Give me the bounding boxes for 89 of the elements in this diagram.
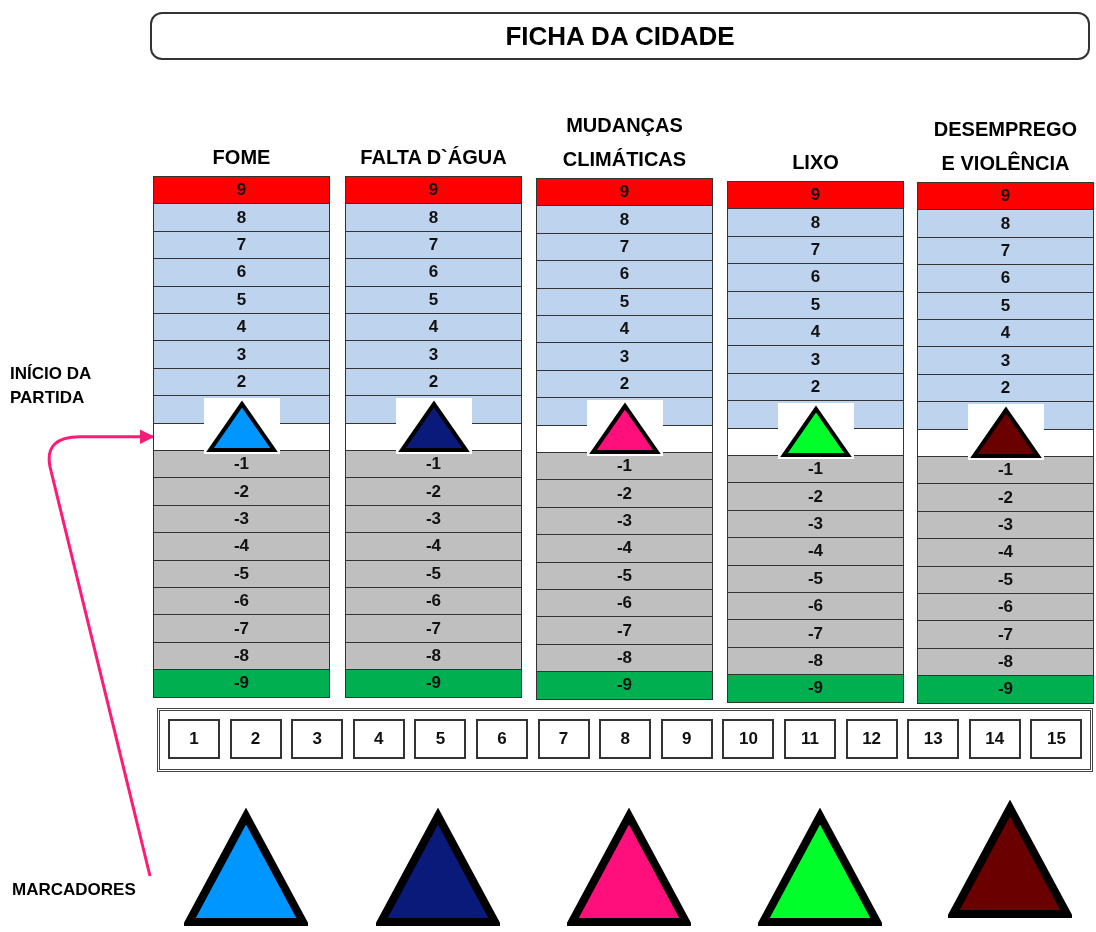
score-cell: -5 [345, 559, 522, 588]
score-cell: 9 [917, 182, 1094, 211]
marker-label: MARCADORES [12, 878, 136, 902]
score-cell: 3 [153, 340, 330, 369]
score-cell: 8 [536, 205, 713, 234]
score-cell: -1 [917, 456, 1094, 485]
track-square: 6 [476, 719, 528, 759]
score-cell: -2 [536, 479, 713, 508]
track-square: 5 [414, 719, 467, 759]
score-cell: -2 [153, 477, 330, 506]
track-square: 10 [722, 719, 775, 759]
title-box: FICHA DA CIDADE [150, 12, 1090, 60]
score-cell: 5 [345, 285, 522, 314]
score-cell: 4 [917, 319, 1094, 348]
score-cell: -5 [917, 565, 1094, 594]
score-cell: 3 [345, 340, 522, 369]
start-label: INÍCIO DA PARTIDA [10, 363, 92, 409]
score-cell: -6 [153, 587, 330, 616]
score-cell: 5 [153, 285, 330, 314]
arrow [47, 429, 155, 877]
score-cell: -7 [727, 619, 904, 648]
score-cell: 6 [536, 260, 713, 289]
score-cell: -9 [345, 669, 522, 698]
score-cell: -5 [727, 564, 904, 593]
column-heading: FALTA D`ÁGUA [359, 145, 508, 170]
score-cell: -7 [917, 620, 1094, 649]
score-cell: 3 [536, 342, 713, 371]
score-cell: -9 [153, 669, 330, 698]
score-cell: 4 [536, 315, 713, 344]
score-cell: -9 [917, 675, 1094, 704]
score-cell: 6 [345, 258, 522, 287]
score-cell: 9 [536, 178, 713, 207]
track-square: 7 [537, 719, 590, 759]
score-cell: -4 [727, 537, 904, 566]
score-cell: 3 [727, 345, 904, 374]
column-heading: FOME [211, 145, 272, 170]
score-cell: 4 [727, 318, 904, 347]
score-cell: -1 [153, 450, 330, 479]
score-cell: -7 [153, 614, 330, 643]
score-cell: 8 [345, 203, 522, 232]
score-cell: -5 [153, 559, 330, 588]
score-cell: 6 [727, 263, 904, 292]
score-cell: -4 [917, 538, 1094, 567]
score-cell: -4 [153, 532, 330, 561]
score-cell: -2 [345, 477, 522, 506]
track-square: 4 [352, 719, 405, 759]
score-cell: -4 [536, 534, 713, 563]
score-cell: 6 [153, 258, 330, 287]
score-cell: -6 [345, 587, 522, 616]
track-square: 9 [660, 719, 713, 759]
score-cell: -9 [536, 671, 713, 700]
track-square: 3 [291, 719, 344, 759]
score-cell: -9 [727, 674, 904, 703]
score-cell: 8 [153, 203, 330, 232]
score-cell: -2 [917, 483, 1094, 512]
score-cell: 8 [917, 209, 1094, 238]
score-cell: -6 [536, 589, 713, 618]
column-heading: LIXO [791, 150, 840, 175]
track-square: 15 [1030, 719, 1083, 759]
score-cell: 5 [727, 290, 904, 319]
score-cell: 4 [153, 313, 330, 342]
track-square: 11 [784, 719, 836, 759]
score-cell: 6 [917, 264, 1094, 293]
score-cell: 9 [345, 176, 522, 205]
score-cell: 9 [727, 181, 904, 210]
track-square: 14 [968, 719, 1021, 759]
score-cell: -6 [727, 592, 904, 621]
score-cell: -7 [345, 614, 522, 643]
score-cell: 5 [917, 291, 1094, 320]
track-square: 1 [168, 719, 220, 759]
score-cell: -1 [727, 455, 904, 484]
score-cell: 8 [727, 208, 904, 237]
track-square: 12 [845, 719, 898, 759]
track-square: 13 [907, 719, 960, 759]
score-cell: -7 [536, 616, 713, 645]
score-cell: -1 [536, 452, 713, 481]
track-square: 8 [599, 719, 652, 759]
score-cell: 5 [536, 287, 713, 316]
column-heading: DESEMPREGO E VIOLÊNCIA [932, 117, 1079, 176]
score-cell: -1 [345, 450, 522, 479]
score-cell: 3 [917, 346, 1094, 375]
column-heading: MUDANÇAS CLIMÁTICAS [561, 113, 688, 172]
score-cell: -5 [536, 561, 713, 590]
track-square: 2 [229, 719, 282, 759]
score-cell: -6 [917, 593, 1094, 622]
score-cell: -2 [727, 482, 904, 511]
score-cell: 9 [153, 176, 330, 205]
score-cell: 4 [345, 313, 522, 342]
score-cell: -4 [345, 532, 522, 561]
